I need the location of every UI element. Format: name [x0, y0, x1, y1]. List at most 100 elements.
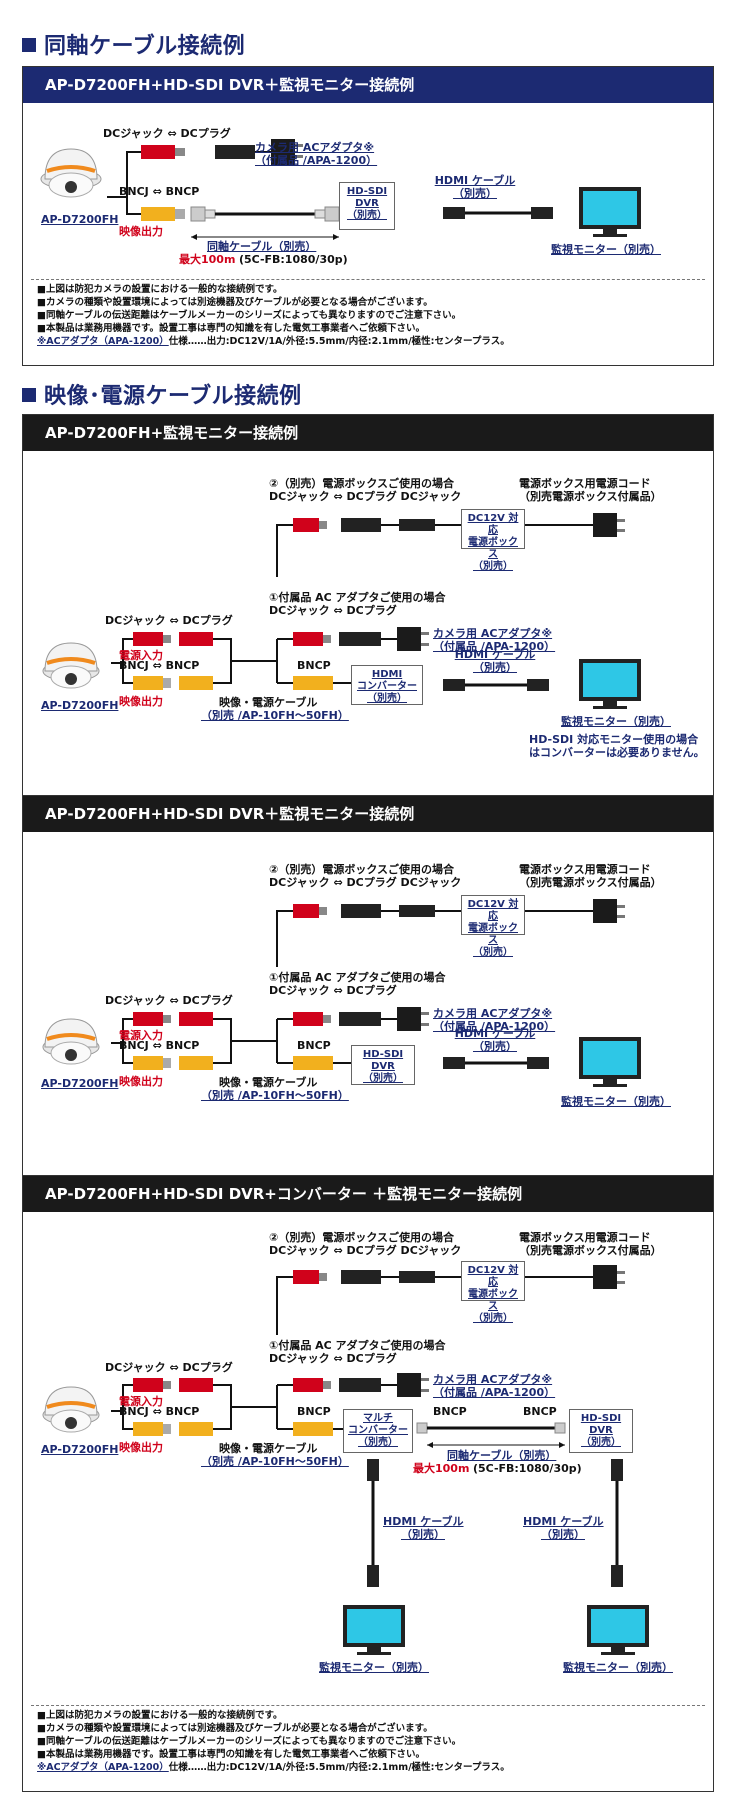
dc-pair-label: DCジャック ⇔ DCプラグ	[105, 1361, 233, 1374]
hdmi-cable-label: HDMI ケーブル （別売）	[455, 648, 536, 674]
opt1-label-1: ①付属品 AC アダプタご使用の場合	[269, 1339, 446, 1352]
vp-cable-label-2: （別売 /AP-10FH～50FH）	[201, 1455, 349, 1468]
video-out-label: 映像出力	[119, 1441, 163, 1454]
adapter-label-2: （付属品 /APA-1200）	[255, 154, 378, 167]
coax-label-1: 同軸ケーブル（別売）	[207, 240, 317, 253]
cord-label-2: （別売電源ボックス付属品）	[519, 1244, 662, 1257]
hdmi-label-1: HDMI ケーブル	[434, 174, 516, 187]
camera-model-label: AP-D7200FH	[41, 1077, 119, 1090]
bncp-label: BNCP	[297, 659, 331, 672]
opt1-label-2: DCジャック ⇔ DCプラグ	[269, 984, 397, 997]
hdmi-label-2: （別売）	[401, 1528, 445, 1541]
opt2-label-2: DCジャック ⇔ DCプラグ DCジャック	[269, 876, 462, 889]
note-1: ■上図は防犯カメラの設置における一般的な接続例です。	[37, 284, 283, 295]
dome-camera-icon	[42, 1386, 100, 1433]
monitor-label: 監視モニター（別売）	[551, 243, 661, 256]
opt2-label-1: ②（別売）電源ボックスご使用の場合	[269, 477, 454, 490]
opt2-label-2: DCジャック ⇔ DCプラグ DCジャック	[269, 1244, 462, 1257]
adapter-label-2: （付属品 /APA-1200）	[433, 1386, 556, 1399]
hdsdi-note-1: HD-SDI 対応モニター使用の場合	[529, 733, 699, 746]
panel-a-bar: AP-D7200FH+監視モニター接続例	[23, 415, 713, 451]
monitor-icon	[579, 1037, 641, 1087]
camera-model-label: AP-D7200FH	[41, 213, 119, 226]
note-2: ■カメラの種類や設置環境によっては別途機器及びケーブルが必要となる場合がございま…	[37, 297, 433, 308]
ac-note-line: ※ACアダプタ（APA-1200）仕様……出力:DC12V/1A/外径:5.5m…	[37, 1761, 510, 1774]
multi-label-3: （別売）	[358, 1437, 398, 1448]
opt2-label-2: DCジャック ⇔ DCプラグ DCジャック	[269, 490, 462, 503]
hconv-label-3: （別売）	[367, 693, 407, 704]
opt2-label-1: ②（別売）電源ボックスご使用の場合	[269, 863, 454, 876]
hdsdi-note: HD-SDI 対応モニター使用の場合 はコンバーターは必要ありません。	[529, 733, 705, 759]
hdmi-label-2: （別売）	[452, 187, 497, 200]
cord-label-1: 電源ボックス用電源コード	[519, 477, 651, 490]
adapter-label: カメラ用 ACアダプタ※ （付属品 /APA-1200）	[433, 1007, 555, 1033]
bncp-right-label: BNCP	[523, 1405, 557, 1418]
panel-bar: AP-D7200FH+HD-SDI DVR＋監視モニター接続例	[23, 67, 713, 103]
bnc-pair-label: BNCJ ⇔ BNCP	[119, 659, 200, 672]
dvr-label-3: （別売）	[581, 1437, 621, 1448]
adapter-label-1: カメラ用 ACアダプタ※	[433, 1007, 553, 1020]
opt2-label-1: ②（別売）電源ボックスご使用の場合	[269, 1231, 454, 1244]
dvr-label-3: （別売）	[347, 210, 387, 221]
note-1: ■上図は防犯カメラの設置における一般的な接続例です。	[37, 1710, 283, 1721]
video-out-label: 映像出力	[119, 695, 163, 708]
adapter-label: カメラ用 ACアダプタ※ （付属品 /APA-1200）	[433, 1373, 555, 1399]
multi-label-2: コンバーター	[348, 1425, 408, 1436]
coax-label: 同軸ケーブル（別売）	[207, 240, 316, 253]
panel-c-bar: AP-D7200FH+HD-SDI DVR+コンバーター ＋監視モニター接続例	[23, 1176, 713, 1212]
adapter-label: カメラ用 ACアダプタ※ （付属品 /APA-1200）	[433, 627, 555, 653]
notes-divider	[31, 279, 705, 280]
coax-diagram	[40, 139, 641, 240]
power-in-label: 電源入力	[119, 649, 163, 662]
power-box-label: DC12V 対応 電源ボックス （別売）	[461, 895, 525, 958]
adapter-label-2: （付属品 /APA-1200）	[433, 640, 556, 653]
monitor-left-label: 監視モニター（別売）	[319, 1661, 429, 1674]
hdmi-converter-box: HDMI コンバーター （別売）	[351, 665, 423, 705]
square-bullet-icon	[22, 38, 36, 52]
panel-b-bar: AP-D7200FH+HD-SDI DVR＋監視モニター接続例	[23, 796, 713, 832]
panel-divider	[23, 1175, 713, 1176]
coax-notes: ■上図は防犯カメラの設置における一般的な接続例です。 ■カメラの種類や設置環境に…	[37, 283, 510, 348]
dvr-label-1: HD-SDI	[580, 1413, 622, 1424]
coax-length: 最大100m (5C-FB:1080/30p)	[179, 253, 348, 266]
ac-spec: 仕様……出力:DC12V/1A/外径:5.5mm/内径:2.1mm/極性:センタ…	[168, 336, 510, 347]
panel-a-diagram	[42, 513, 641, 709]
dome-camera-icon	[42, 642, 100, 689]
bncp-left-label: BNCP	[433, 1405, 467, 1418]
vp-cable-label-2: （別売 /AP-10FH～50FH）	[201, 1089, 349, 1102]
dvr-label-1: HD-SDI	[362, 1049, 404, 1060]
vp-notes: ■上図は防犯カメラの設置における一般的な接続例です。 ■カメラの種類や設置環境に…	[37, 1709, 510, 1774]
vp-cable-label-1: 映像・電源ケーブル	[219, 1076, 318, 1089]
coax-length-red: 最大100m	[179, 253, 236, 266]
dome-camera-icon	[40, 148, 102, 198]
power-box-label: DC12V 対応 電源ボックス （別売）	[461, 509, 525, 572]
opt1-label-2: DCジャック ⇔ DCプラグ	[269, 1352, 397, 1365]
dc-pair-label: DCジャック ⇔ DCプラグ	[103, 127, 231, 140]
monitor-icon	[587, 1605, 649, 1655]
bnc-pair-label: BNCJ ⇔ BNCP	[119, 1405, 200, 1418]
bncp-label: BNCP	[297, 1039, 331, 1052]
monitor-right-label: 監視モニター（別売）	[563, 1661, 673, 1674]
cord-label-2: （別売電源ボックス付属品）	[519, 490, 662, 503]
bncp-label: BNCP	[297, 1405, 331, 1418]
adapter-label: カメラ用 ACアダプタ※ （付属品 /APA-1200）	[255, 141, 377, 167]
bnc-pair-label: BNCJ ⇔ BNCP	[119, 185, 200, 198]
hdmi-label-2: （別売）	[472, 1040, 517, 1053]
video-out-label: 映像出力	[119, 225, 163, 238]
adapter-label-1: カメラ用 ACアダプタ※	[433, 1373, 553, 1386]
dome-camera-icon	[42, 1018, 100, 1065]
coax-spec: (5C-FB:1080/30p)	[238, 253, 348, 266]
ac-note-line: ※ACアダプタ（APA-1200）仕様……出力:DC12V/1A/外径:5.5m…	[37, 335, 510, 348]
hdmi-cable-label: HDMI ケーブル （別売）	[435, 174, 516, 200]
monitor-icon	[579, 659, 641, 709]
video-out-label: 映像出力	[119, 1075, 163, 1088]
coax-spec: (5C-FB:1080/30p)	[472, 1462, 582, 1475]
pbox-label-2: 電源ボックス	[468, 923, 518, 946]
hdmi-label-1: HDMI ケーブル	[454, 648, 536, 661]
panel-c-diagram	[42, 1265, 649, 1655]
note-4: ■本製品は業務用機器です。設置工事は専門の知識を有した電気工事業者へご依頼下さい…	[37, 1749, 426, 1760]
adapter-label-1: カメラ用 ACアダプタ※	[255, 141, 375, 154]
note-2: ■カメラの種類や設置環境によっては別途機器及びケーブルが必要となる場合がございま…	[37, 1723, 433, 1734]
dvr-label-2: DVR	[371, 1061, 395, 1072]
note-3: ■同軸ケーブルの伝送距離はケーブルメーカーのシリーズによっても異なりますのでご注…	[37, 310, 462, 321]
